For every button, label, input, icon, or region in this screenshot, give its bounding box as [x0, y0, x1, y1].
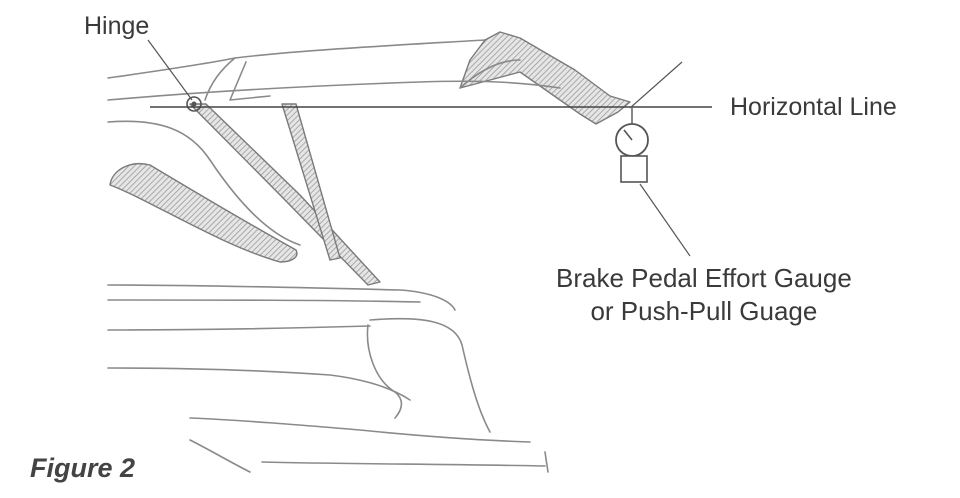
push-pull-gauge [615, 61, 683, 183]
horizontal-line-label: Horizontal Line [730, 93, 897, 121]
vehicle-body [107, 120, 549, 473]
gauge-label: Brake Pedal Effort Gauge or Push-Pull Gu… [556, 262, 852, 327]
gauge-label-line1: Brake Pedal Effort Gauge [556, 263, 852, 293]
hinge-label: Hinge [84, 12, 150, 40]
support-strut [189, 103, 381, 286]
liftgate [107, 31, 631, 125]
hinge-point [186, 96, 202, 112]
gauge-label-line2: or Push-Pull Guage [590, 295, 818, 326]
gauge-leader-line [639, 183, 691, 257]
hinge-leader-line [147, 39, 193, 101]
figure-caption: Figure 2 [30, 453, 136, 483]
